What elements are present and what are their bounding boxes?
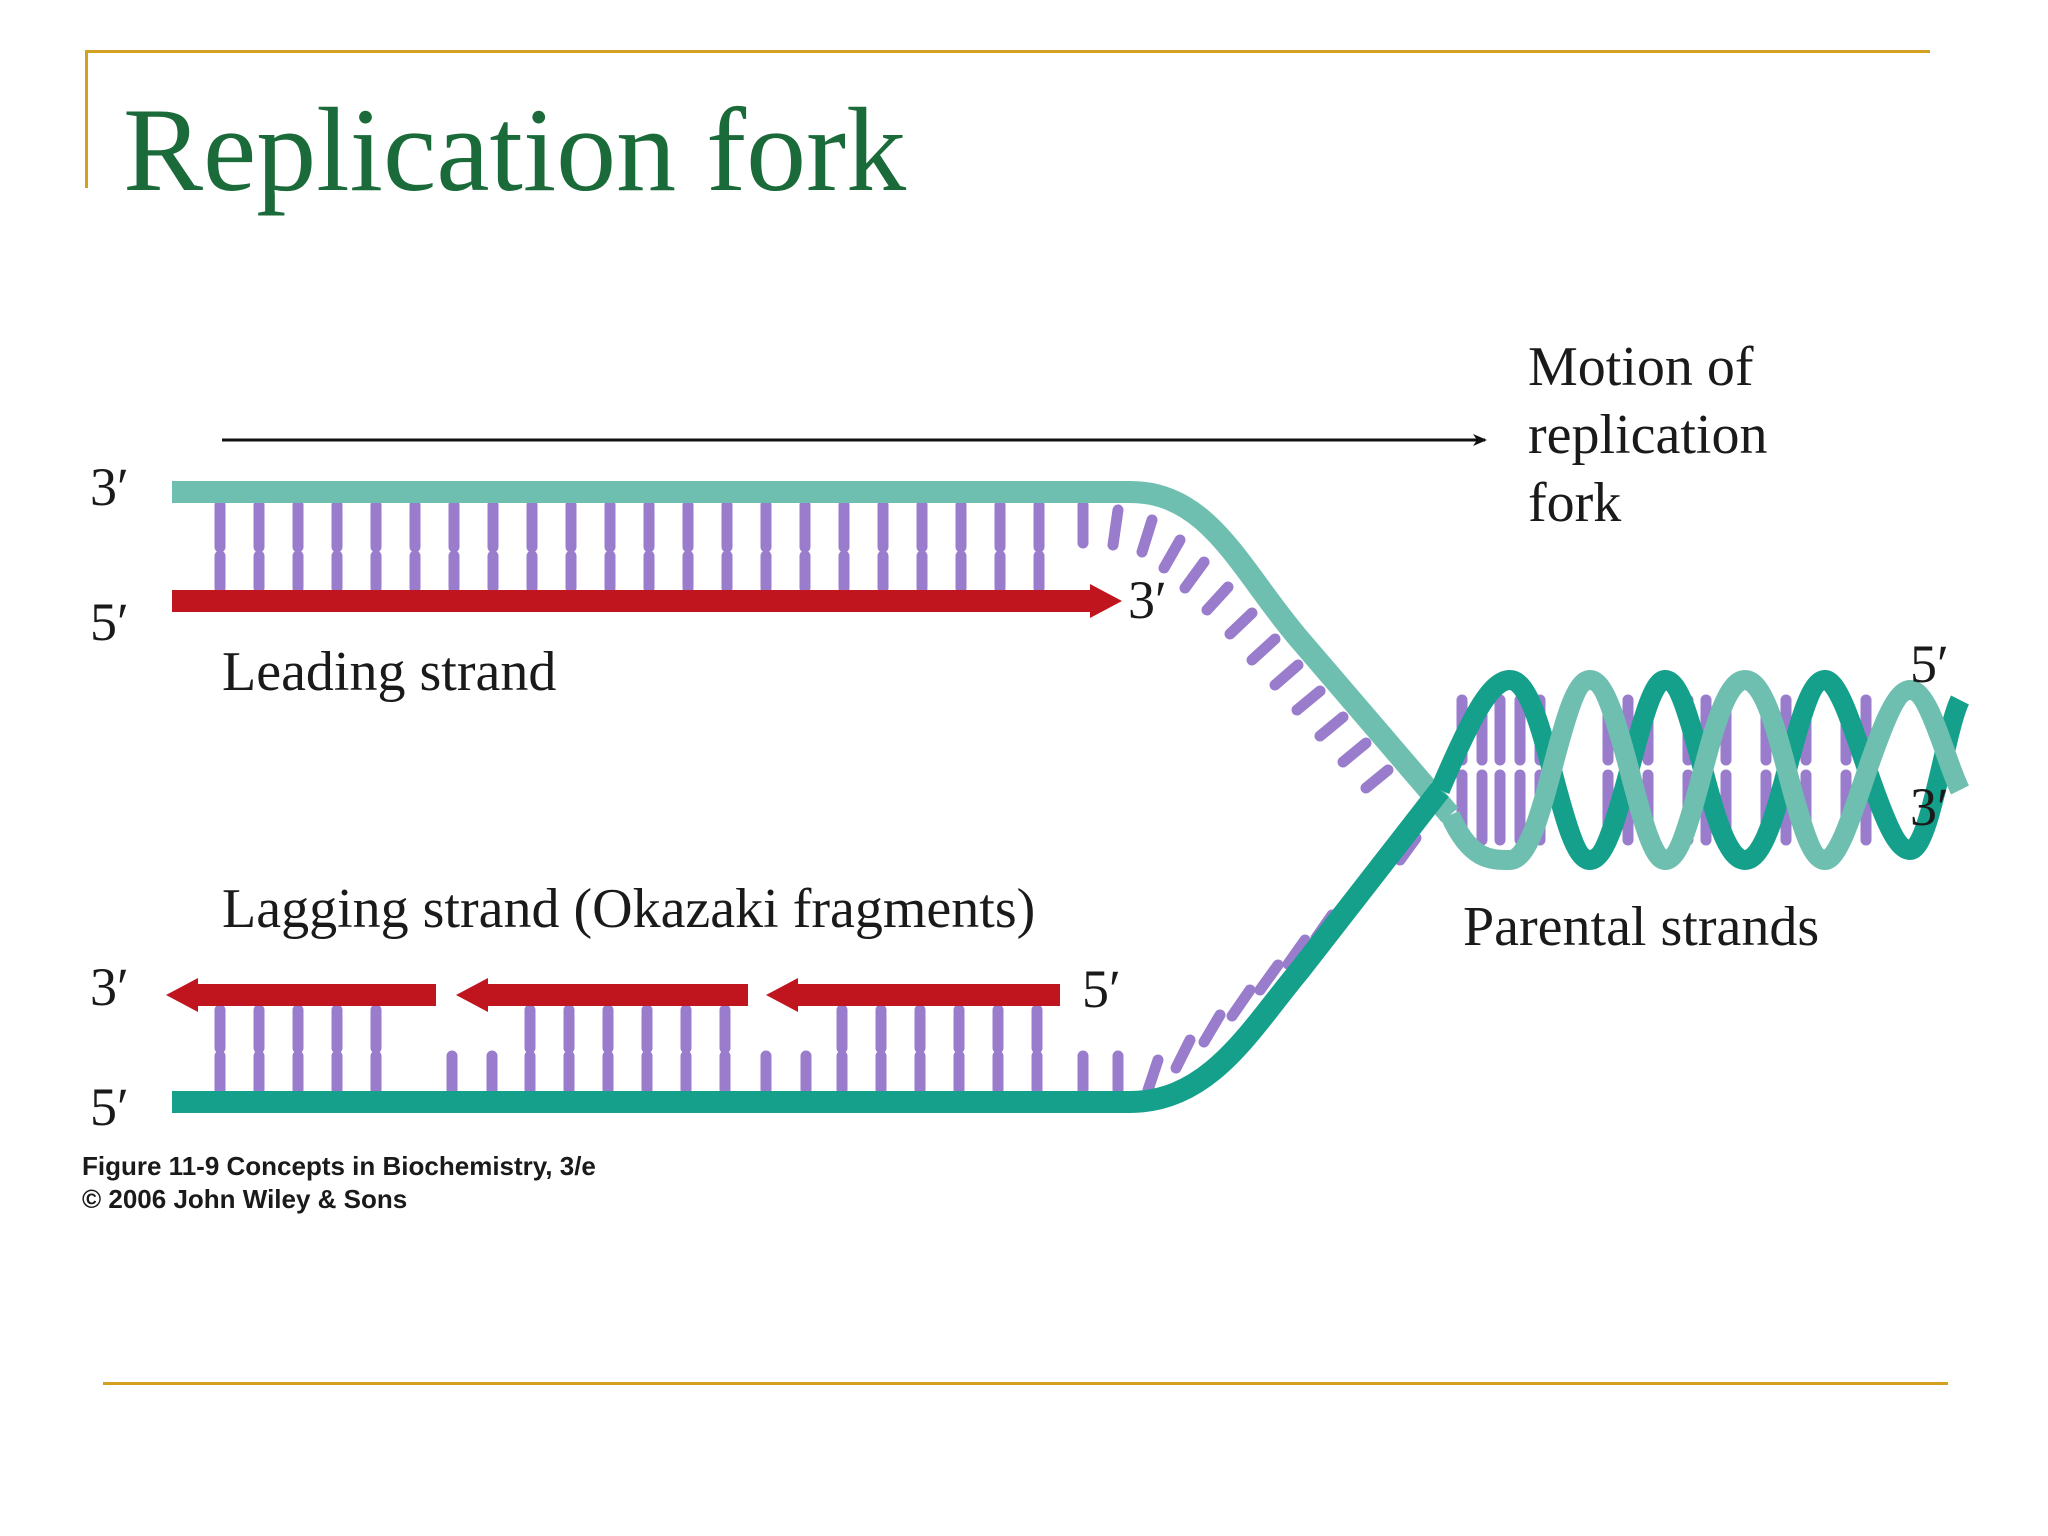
bottom-rule <box>103 1382 1948 1385</box>
okazaki-fragment-2 <box>456 978 748 1012</box>
unpaired-base-tick <box>1179 556 1210 594</box>
leading-5-prime-label: 5′ <box>90 592 129 652</box>
okazaki-fragment-3 <box>766 978 1060 1012</box>
helix-3-prime-label: 3′ <box>1910 777 1949 837</box>
unpaired-base-tick <box>1107 504 1124 551</box>
lagging-fragment-5-prime-label: 5′ <box>1082 959 1121 1019</box>
helix-strand-light <box>1440 669 1970 871</box>
unpaired-base-tick <box>1170 1034 1196 1074</box>
motion-label-line-3: fork <box>1528 472 1621 534</box>
helix-5-prime-label: 5′ <box>1910 634 1949 694</box>
lagging-3-prime-label: 3′ <box>90 957 129 1017</box>
leading-3-prime-tip-label: 3′ <box>1128 570 1167 630</box>
motion-label-line-1: Motion of <box>1528 336 1754 398</box>
unpaired-base-tick <box>1337 737 1372 768</box>
unpaired-base-tick <box>1224 607 1258 640</box>
unpaired-base-tick <box>1291 685 1326 716</box>
unpaired-base-tick <box>1136 514 1158 558</box>
unpaired-base-tick <box>1142 1054 1164 1096</box>
top-template-strand <box>172 481 1459 823</box>
slide-title: Replication fork <box>123 83 907 216</box>
unpaired-base-tick <box>1360 764 1394 794</box>
top-template-3-prime-label: 3′ <box>90 457 129 517</box>
figure-caption-line-1: Figure 11-9 Concepts in Biochemistry, 3/… <box>82 1151 596 1181</box>
unpaired-base-tick <box>1201 581 1234 616</box>
top-rule <box>85 50 1930 53</box>
left-rule <box>85 50 88 188</box>
okazaki-fragment-1 <box>166 978 436 1012</box>
bottom-template-5-prime-label: 5′ <box>90 1077 129 1137</box>
unpaired-base-tick <box>1254 959 1284 996</box>
motion-label-line-2: replication <box>1528 404 1767 466</box>
leading-strand-arrowhead <box>1090 584 1122 618</box>
bottom-template-strand <box>172 783 1449 1113</box>
lagging-strand-label: Lagging strand (Okazaki fragments) <box>222 878 1035 940</box>
leading-strand-label: Leading strand <box>222 641 556 703</box>
figure-caption-line-2: © 2006 John Wiley & Sons <box>82 1184 407 1214</box>
unpaired-base-tick <box>1269 659 1304 691</box>
unpaired-base-tick <box>1282 934 1311 970</box>
unpaired-base-tick <box>1314 711 1349 742</box>
unpaired-base-tick <box>1246 633 1281 666</box>
unpaired-base-tick <box>1198 1009 1226 1048</box>
unpaired-base-tick <box>1158 534 1186 574</box>
parental-strands-label: Parental strands <box>1463 896 1819 958</box>
unpaired-base-tick <box>1226 984 1256 1022</box>
top-base-pairs <box>214 499 1394 794</box>
